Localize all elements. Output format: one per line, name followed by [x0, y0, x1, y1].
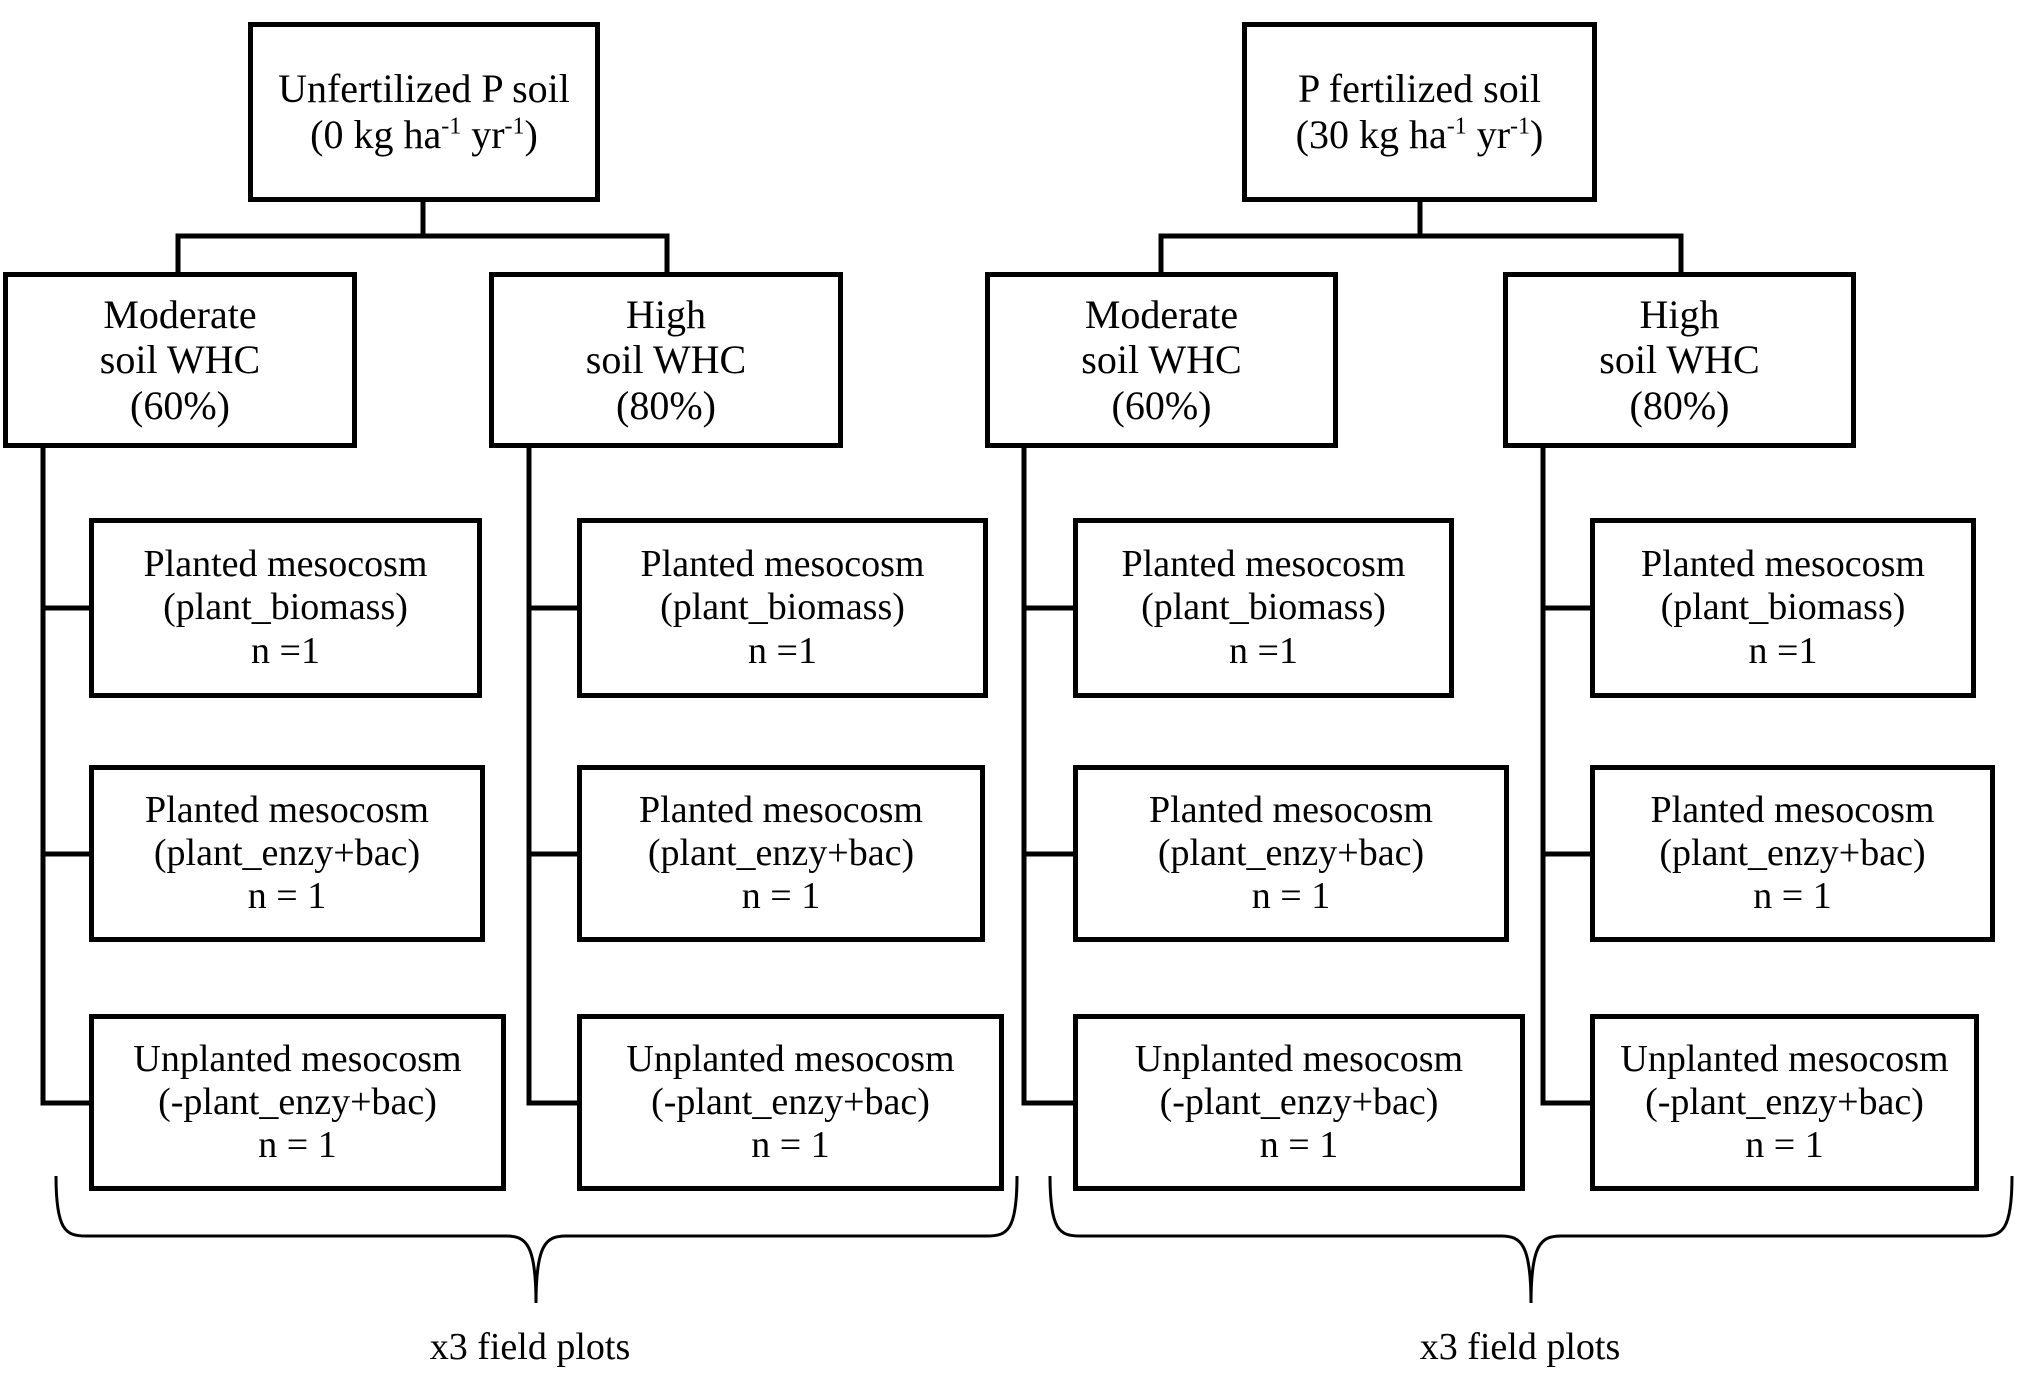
- leaf-box-planted-biomass: Planted mesocosm (plant_biomass) n =1: [1590, 518, 1976, 698]
- leaf-box-unplanted-enzy-bac: Unplanted mesocosm (-plant_enzy+bac) n =…: [89, 1014, 506, 1191]
- root-box-fertilized: P fertilized soil (30 kg ha-1 yr-1): [1242, 22, 1597, 202]
- leaf-box-unplanted-enzy-bac: Unplanted mesocosm (-plant_enzy+bac) n =…: [577, 1014, 1004, 1191]
- root-title: Unfertilized P soil: [278, 66, 570, 112]
- leaf-box-planted-enzy-bac: Planted mesocosm (plant_enzy+bac) n = 1: [577, 765, 985, 942]
- leaf-box-planted-biomass: Planted mesocosm (plant_biomass) n =1: [577, 518, 988, 698]
- leaf-box-planted-enzy-bac: Planted mesocosm (plant_enzy+bac) n = 1: [1073, 765, 1509, 942]
- leaf-box-planted-biomass: Planted mesocosm (plant_biomass) n =1: [1073, 518, 1454, 698]
- root-box-unfertilized: Unfertilized P soil (0 kg ha-1 yr-1): [248, 22, 600, 202]
- whc-box-moderate: Moderate soil WHC (60%): [985, 272, 1338, 448]
- root-rate: (0 kg ha-1 yr-1): [310, 112, 538, 157]
- whc-box-high: High soil WHC (80%): [1503, 272, 1856, 448]
- leaf-box-unplanted-enzy-bac: Unplanted mesocosm (-plant_enzy+bac) n =…: [1073, 1014, 1525, 1191]
- leaf-box-planted-enzy-bac: Planted mesocosm (plant_enzy+bac) n = 1: [89, 765, 485, 942]
- root-title: P fertilized soil: [1298, 66, 1541, 112]
- leaf-box-unplanted-enzy-bac: Unplanted mesocosm (-plant_enzy+bac) n =…: [1590, 1014, 1979, 1191]
- left-curly-brace: [54, 1175, 1019, 1304]
- field-plots-caption: x3 field plots: [429, 1326, 631, 1368]
- root-rate: (30 kg ha-1 yr-1): [1295, 112, 1544, 157]
- field-plots-caption: x3 field plots: [1419, 1326, 1621, 1368]
- leaf-box-planted-enzy-bac: Planted mesocosm (plant_enzy+bac) n = 1: [1590, 765, 1995, 942]
- whc-box-high: High soil WHC (80%): [489, 272, 843, 448]
- whc-box-moderate: Moderate soil WHC (60%): [3, 272, 357, 448]
- right-curly-brace: [1048, 1175, 2014, 1304]
- leaf-box-planted-biomass: Planted mesocosm (plant_biomass) n =1: [89, 518, 482, 698]
